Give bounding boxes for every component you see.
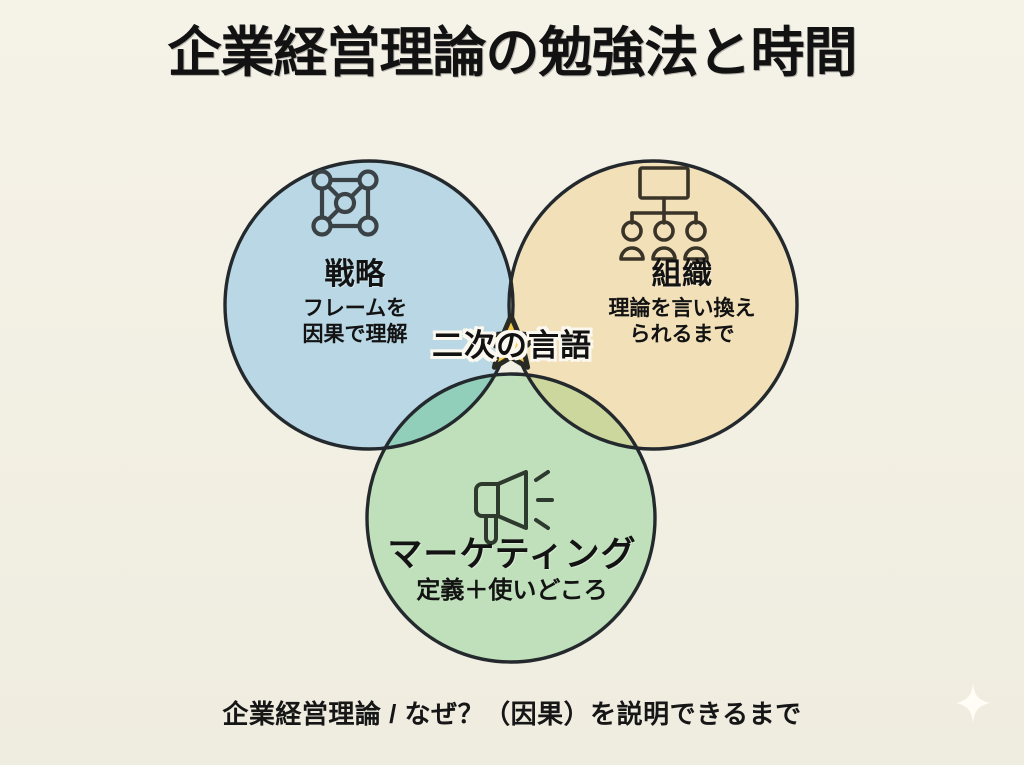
page-title: 企業経営理論の勉強法と時間	[167, 23, 858, 83]
venn-circle-organization	[509, 161, 797, 449]
network-nodes-icon	[311, 169, 379, 237]
venn-outline-strategy	[223, 159, 515, 451]
venn-svg	[223, 159, 799, 664]
venn-circle-marketing	[367, 374, 655, 662]
venn-circle-strategy	[225, 161, 513, 449]
venn-outline-marketing	[365, 372, 657, 664]
star-icon	[481, 313, 541, 370]
org-chart-icon	[619, 166, 709, 261]
page-caption: 企業経営理論 / なぜ？（因果）を説明できるまで	[222, 699, 802, 729]
sparkle-icon	[956, 683, 990, 723]
venn-diagram: 戦略 フレームを 因果で理解 組織 理論を言い換え られるまで マーケティング …	[0, 120, 1024, 680]
megaphone-icon	[474, 470, 554, 545]
venn-outline-organization	[507, 159, 799, 451]
